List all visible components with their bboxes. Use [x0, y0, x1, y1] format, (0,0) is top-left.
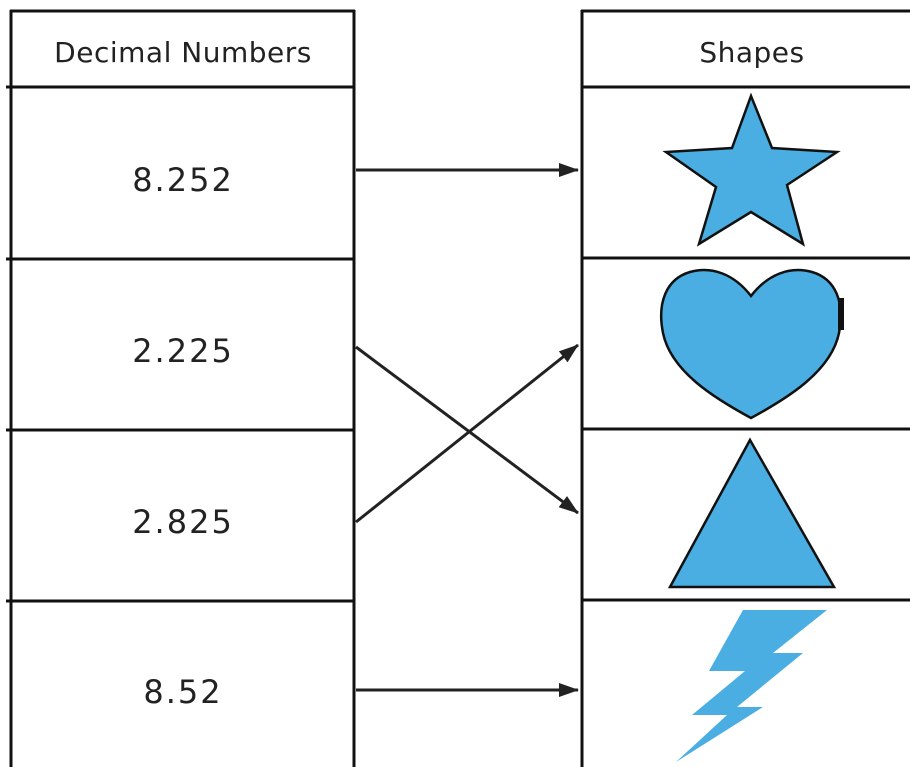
match-arrow [355, 345, 579, 515]
decimal-number-cell: 8.252 [132, 161, 234, 199]
shapes-table: Shapes [580, 9, 910, 767]
match-arrows [355, 163, 579, 697]
decimal-numbers-table: Decimal Numbers 8.252 2.225 2.825 8.52 [6, 9, 356, 767]
triangle-icon [667, 437, 837, 589]
right-table-header: Shapes [699, 36, 804, 69]
decimal-number-cell: 2.225 [132, 332, 234, 370]
decimal-number-cell: 8.52 [143, 673, 222, 711]
lightning-bolt-icon [676, 610, 827, 762]
heart-edge-mark [838, 298, 844, 330]
decimal-number-cell: 2.825 [132, 503, 234, 541]
match-arrow [355, 343, 579, 524]
heart-icon [659, 268, 843, 420]
left-table-header: Decimal Numbers [54, 36, 312, 69]
star-icon [662, 92, 841, 247]
